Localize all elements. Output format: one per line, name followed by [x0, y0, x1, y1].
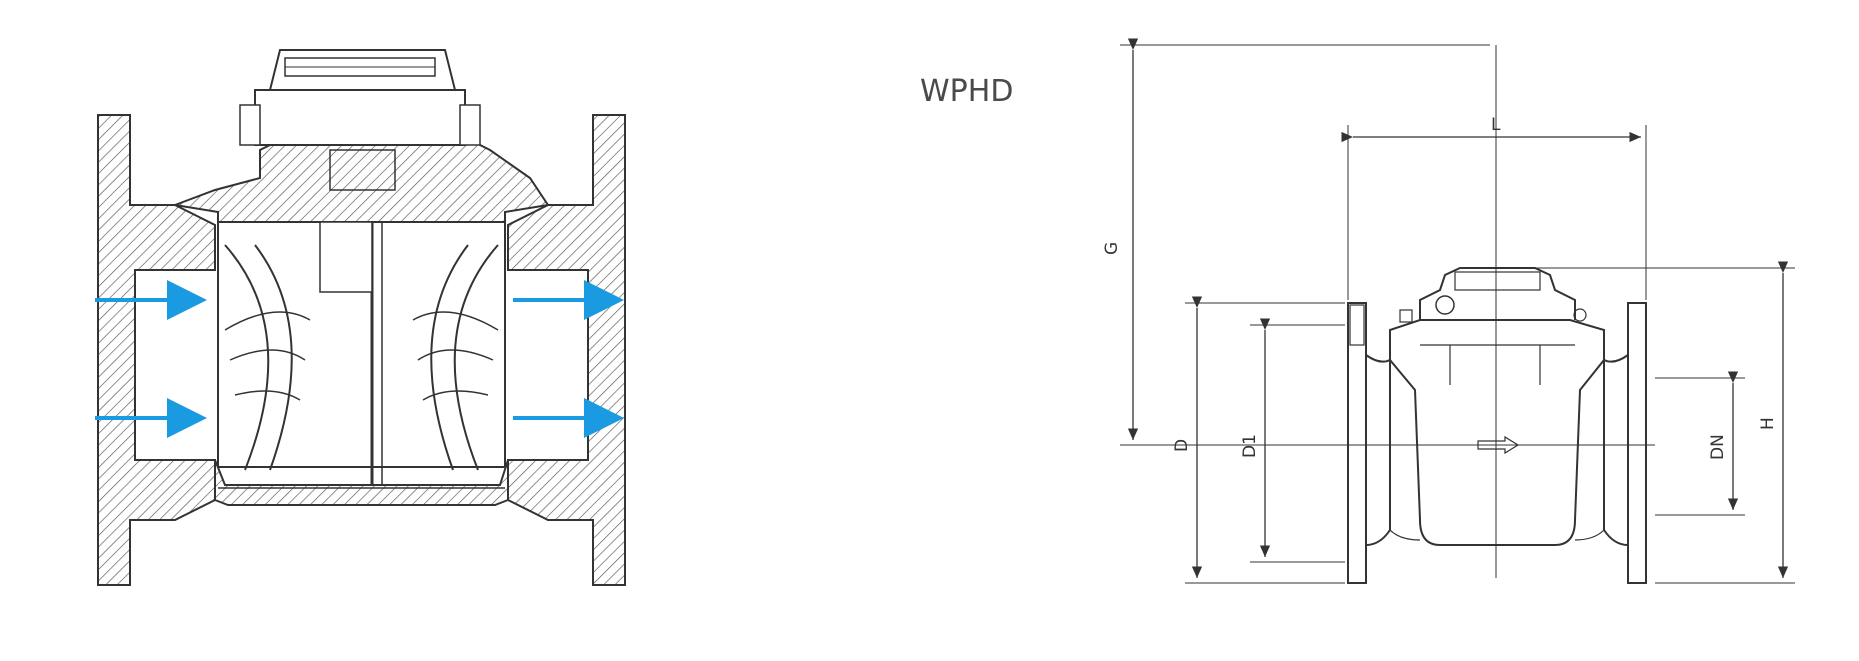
left-flange-section [97, 114, 216, 586]
dim-label-l: L [1491, 115, 1501, 135]
register-gear [329, 149, 396, 191]
dimension-drawing [1120, 38, 1795, 584]
impeller-vane-left [224, 244, 270, 471]
dim-label-g: G [1102, 242, 1122, 255]
right-flange-section [507, 114, 626, 586]
flow-direction-icon [1477, 435, 1520, 455]
meter-register [1419, 267, 1576, 320]
sectional-view [97, 49, 626, 586]
meter-left-flange [1347, 302, 1367, 584]
flow-arrows [95, 280, 624, 438]
dim-label-d: D [1172, 439, 1192, 452]
register-housing [254, 89, 466, 146]
meter-body [1389, 319, 1605, 546]
impeller-vane-right [453, 244, 499, 471]
dim-label-h: H [1758, 417, 1778, 430]
body-bottom-section [214, 459, 509, 506]
dim-label-d1: D1 [1240, 434, 1260, 458]
dim-label-dn: DN [1708, 434, 1728, 460]
dimension-labels: G L D D1 DN H [1102, 115, 1778, 460]
model-title: WPHD [920, 74, 1014, 109]
meter-right-flange [1627, 302, 1647, 584]
